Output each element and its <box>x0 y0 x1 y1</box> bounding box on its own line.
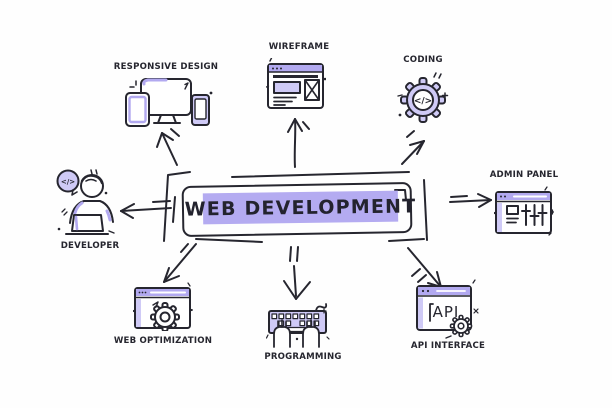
developer-at-laptop-icon: </> <box>56 169 115 235</box>
node-label: DEVELOPER <box>60 241 120 251</box>
center-box-sketch <box>163 171 428 243</box>
arrow-center-to-coding <box>401 130 425 165</box>
keyboard-typing-hands-icon <box>266 303 330 348</box>
center-highlight: WEB DEVELOPMENT <box>184 190 417 225</box>
node-label: PROGRAMMING <box>264 352 342 362</box>
node-label: WEB OPTIMIZATION <box>113 336 213 346</box>
api-browser-gear-icon: API <box>416 279 479 339</box>
node-label: ADMIN PANEL <box>489 170 559 180</box>
arrow-center-to-web-optimization <box>163 243 197 283</box>
node-label: WIREFRAME <box>268 42 330 52</box>
browser-gear-icon <box>133 282 193 331</box>
code-glyph: </> <box>414 97 432 107</box>
admin-panel-sliders-icon <box>494 186 554 236</box>
api-label: API <box>433 303 460 321</box>
arrow-center-to-responsive-design <box>156 128 180 166</box>
coding-gear-icon: </> <box>397 72 449 123</box>
node-label: API INTERFACE <box>410 341 486 351</box>
arrow-center-to-programming <box>283 246 311 300</box>
code-glyph: </> <box>61 178 75 186</box>
arrow-center-to-wireframe <box>287 118 310 168</box>
wireframe-browser-icon <box>266 58 326 109</box>
node-label: RESPONSIVE DESIGN <box>113 62 219 72</box>
center-title: WEB DEVELOPMENT <box>184 194 417 221</box>
node-label: CODING <box>403 55 443 65</box>
responsive-devices-icon <box>125 78 213 127</box>
arrow-center-to-developer <box>120 200 172 219</box>
arrow-center-to-admin-panel <box>449 193 492 208</box>
